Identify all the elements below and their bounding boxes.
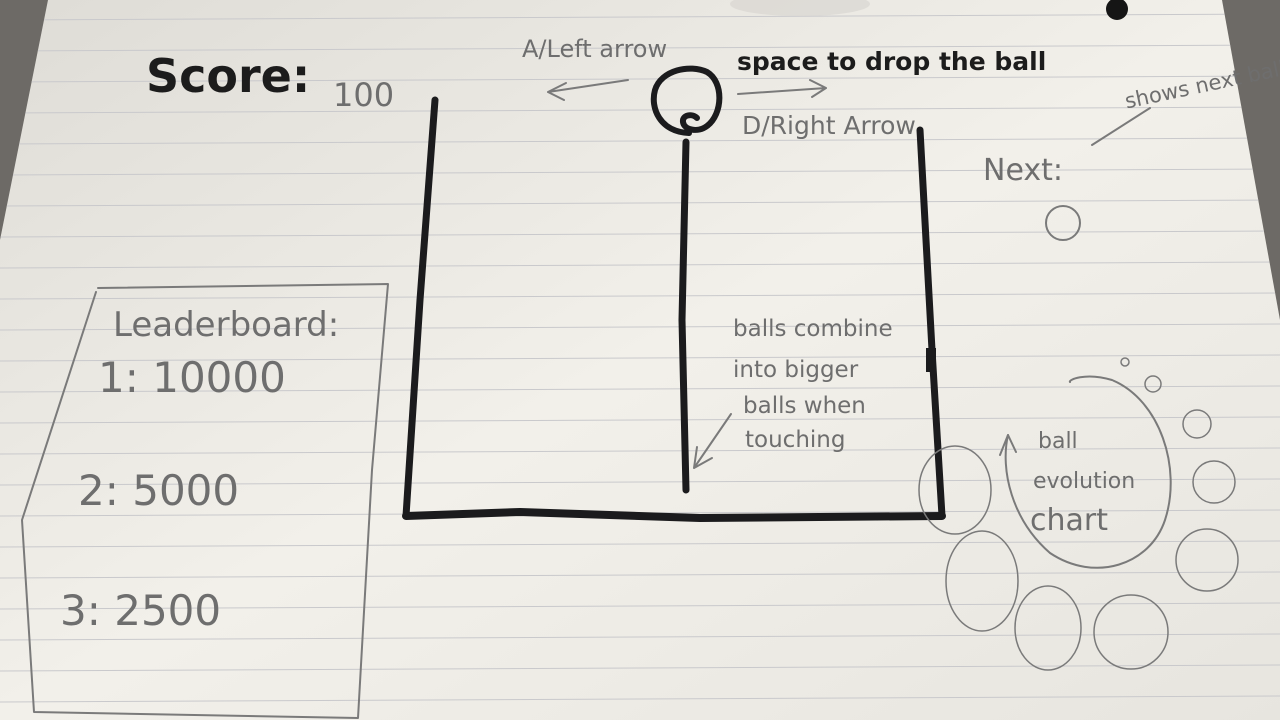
combine-note-line-3: balls when	[743, 393, 866, 419]
evolution-arrowhead-icon	[999, 434, 1017, 456]
wall-mark	[926, 348, 936, 372]
evolution-ball	[1192, 460, 1236, 504]
combine-arrow-icon	[693, 413, 732, 469]
evolution-ball	[1182, 409, 1212, 439]
score-label: Score:	[146, 49, 310, 103]
evolution-balls	[918, 357, 1239, 671]
current-ball	[650, 65, 723, 136]
leaderboard-entry-3: 3: 2500	[60, 586, 221, 635]
combine-note-line-2: into bigger	[733, 357, 859, 383]
right-arrow-icon	[737, 79, 827, 98]
evolution-ball	[1093, 594, 1169, 670]
container-left-wall	[402, 96, 439, 520]
container-floor	[402, 508, 946, 522]
evolution-note-line-1: ball	[1038, 429, 1078, 454]
evolution-cycle-arrow	[1004, 375, 1172, 569]
leaderboard-title: Leaderboard:	[113, 305, 339, 345]
leaderboard-entry-2: 2: 5000	[78, 466, 239, 515]
object-shadow	[730, 0, 870, 16]
evolution-ball	[1175, 528, 1239, 592]
score-value: 100	[333, 76, 394, 114]
next-ball-preview	[1045, 205, 1081, 241]
leaderboard-box	[21, 283, 389, 719]
binder-hole	[1106, 0, 1128, 20]
next-note-pointer	[1091, 107, 1151, 146]
drop-guide-line	[678, 138, 690, 494]
right-control-label: D/Right Arrow	[742, 111, 916, 140]
evolution-ball	[918, 445, 992, 535]
evolution-ball	[945, 530, 1019, 632]
left-arrow-icon	[547, 79, 629, 101]
left-control-label: A/Left arrow	[522, 35, 667, 63]
evolution-ball	[1120, 357, 1130, 367]
combine-note-line-4: touching	[745, 427, 845, 453]
evolution-note-line-3: chart	[1030, 503, 1108, 538]
evolution-ball	[1014, 585, 1082, 671]
next-label: Next:	[983, 153, 1063, 188]
evolution-ball	[1144, 375, 1162, 393]
drop-instruction: space to drop the ball	[737, 47, 1046, 76]
leaderboard-entry-1: 1: 10000	[98, 353, 286, 402]
evolution-note-line-2: evolution	[1033, 469, 1135, 494]
combine-note-line-1: balls combine	[733, 316, 893, 342]
